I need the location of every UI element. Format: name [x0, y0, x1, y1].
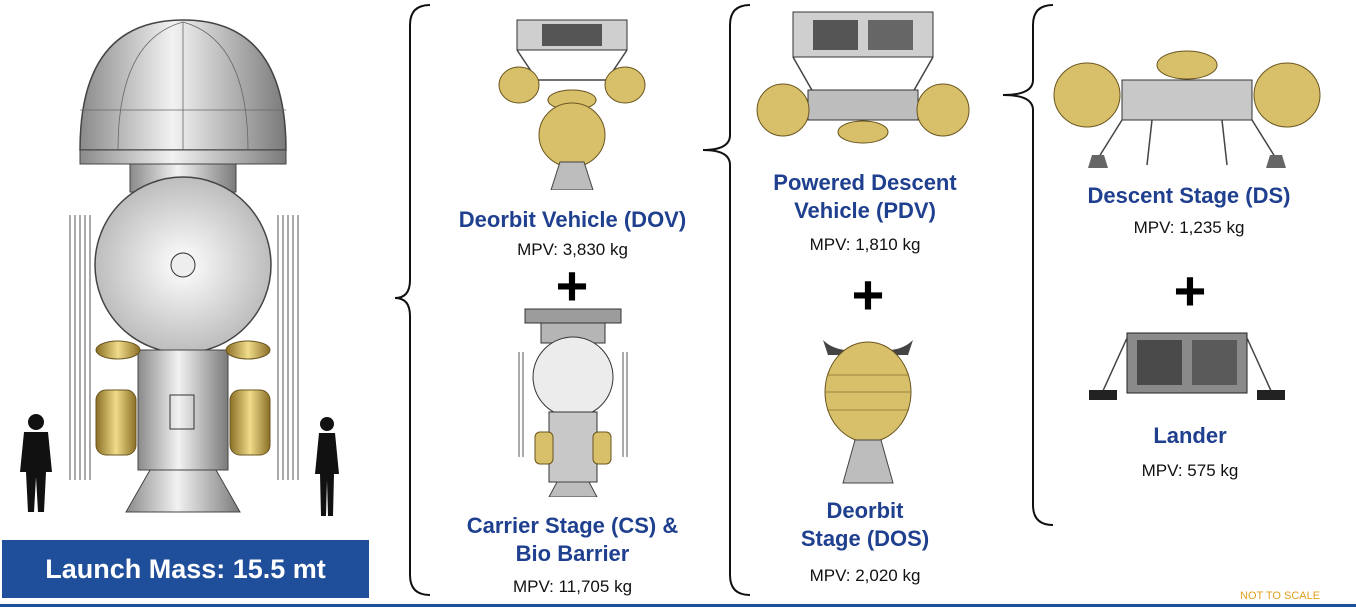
cs-mpv: MPV: 11,705 kg: [512, 577, 633, 596]
ds-title: Descent Stage (DS): [1087, 183, 1291, 208]
lander-illustration: [1089, 332, 1285, 400]
plus-icon: +: [851, 263, 885, 326]
pdv-illustration: [756, 11, 970, 144]
dos-title-line1: Deorbit: [826, 498, 904, 523]
launch-stack-illustration: [69, 19, 299, 513]
lander-mpv: MPV: 575 kg: [1141, 461, 1239, 480]
launch-mass-label: Launch Mass: 15.5 mt: [45, 553, 326, 584]
lander-title: Lander: [1153, 423, 1227, 448]
bracket-middle: [702, 4, 751, 596]
plus-icon: +: [1173, 259, 1207, 322]
plus-icon: +: [555, 254, 589, 317]
dov-title: Deorbit Vehicle (DOV): [458, 207, 687, 232]
pdv-title-line1: Powered Descent: [773, 170, 957, 195]
dos-illustration: [823, 340, 913, 484]
human-silhouette-icon: [20, 414, 52, 512]
pdv-title-line2: Vehicle (PDV): [794, 198, 936, 223]
human-silhouette-icon: [315, 417, 339, 516]
cs-title-line2: Bio Barrier: [515, 541, 630, 566]
launch-mass-badge: Launch Mass: 15.5 mt: [2, 540, 369, 598]
pdv-mpv: MPV: 1,810 kg: [809, 235, 921, 254]
dos-title-line2: Stage (DOS): [800, 526, 930, 551]
bracket-left: [394, 4, 431, 596]
cs-illustration: [518, 308, 628, 497]
not-to-scale-note: NOT TO SCALE: [1240, 590, 1321, 602]
dov-illustration: [498, 19, 646, 190]
dov-mpv: MPV: 3,830 kg: [517, 240, 628, 259]
bracket-right: [1002, 4, 1054, 526]
ds-mpv: MPV: 1,235 kg: [1133, 218, 1245, 237]
cs-title-line1: Carrier Stage (CS) &: [466, 513, 679, 538]
ds-illustration: [1053, 50, 1321, 168]
footer-rule: [0, 604, 1356, 607]
dos-mpv: MPV: 2,020 kg: [809, 566, 921, 585]
